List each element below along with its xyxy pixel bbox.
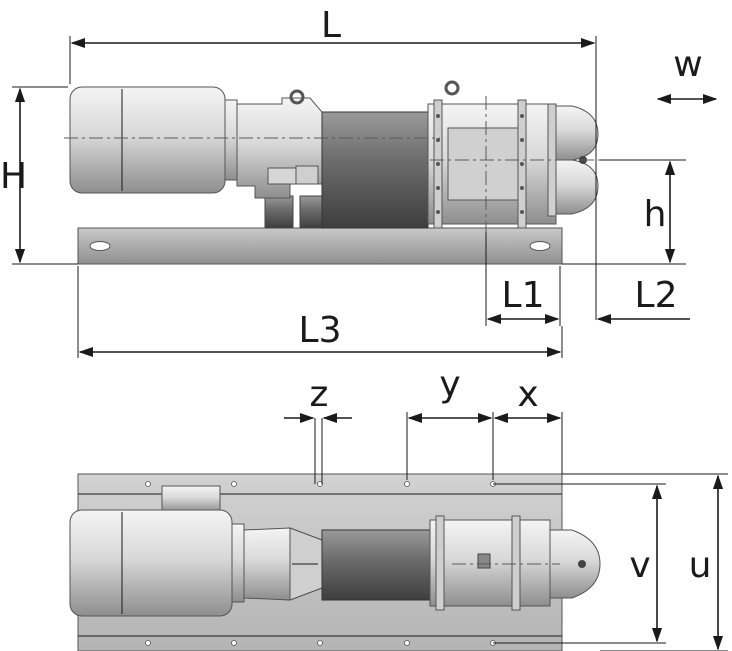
- side-view: [64, 80, 600, 265]
- support-foot: [264, 195, 294, 229]
- dim-label-L1: L1: [502, 275, 545, 316]
- dim-label-y: y: [439, 364, 460, 405]
- mounting-slot-left: [89, 241, 111, 251]
- dim-label-h: h: [644, 194, 667, 235]
- pump-cover: [555, 159, 599, 215]
- mounting-slot-right: [529, 241, 551, 251]
- motor-body-top: [69, 509, 233, 617]
- lifting-eye: [289, 89, 305, 105]
- motor-body: [69, 86, 226, 194]
- dim-label-L: L: [321, 5, 341, 46]
- lifting-eye: [444, 80, 460, 96]
- top-view: [69, 473, 601, 651]
- motor-flange: [224, 99, 238, 181]
- dim-label-L2: L2: [635, 275, 678, 316]
- base-frame: [77, 227, 563, 265]
- side-dimensions: L w H h L1 L2 L3: [0, 5, 718, 358]
- motor-terminal-box: [161, 485, 221, 513]
- dim-label-w: w: [673, 44, 702, 85]
- dim-label-x: x: [517, 374, 538, 415]
- top-dimensions: z y x v u: [284, 364, 728, 651]
- dim-label-v: v: [629, 545, 650, 586]
- dim-label-H: H: [0, 156, 27, 197]
- coupling-housing: [321, 111, 429, 229]
- coupling-housing-top: [321, 529, 431, 601]
- dim-label-u: u: [689, 545, 712, 586]
- pump-cover: [555, 105, 599, 161]
- dim-label-L3: L3: [299, 310, 342, 351]
- dim-label-z: z: [310, 374, 329, 415]
